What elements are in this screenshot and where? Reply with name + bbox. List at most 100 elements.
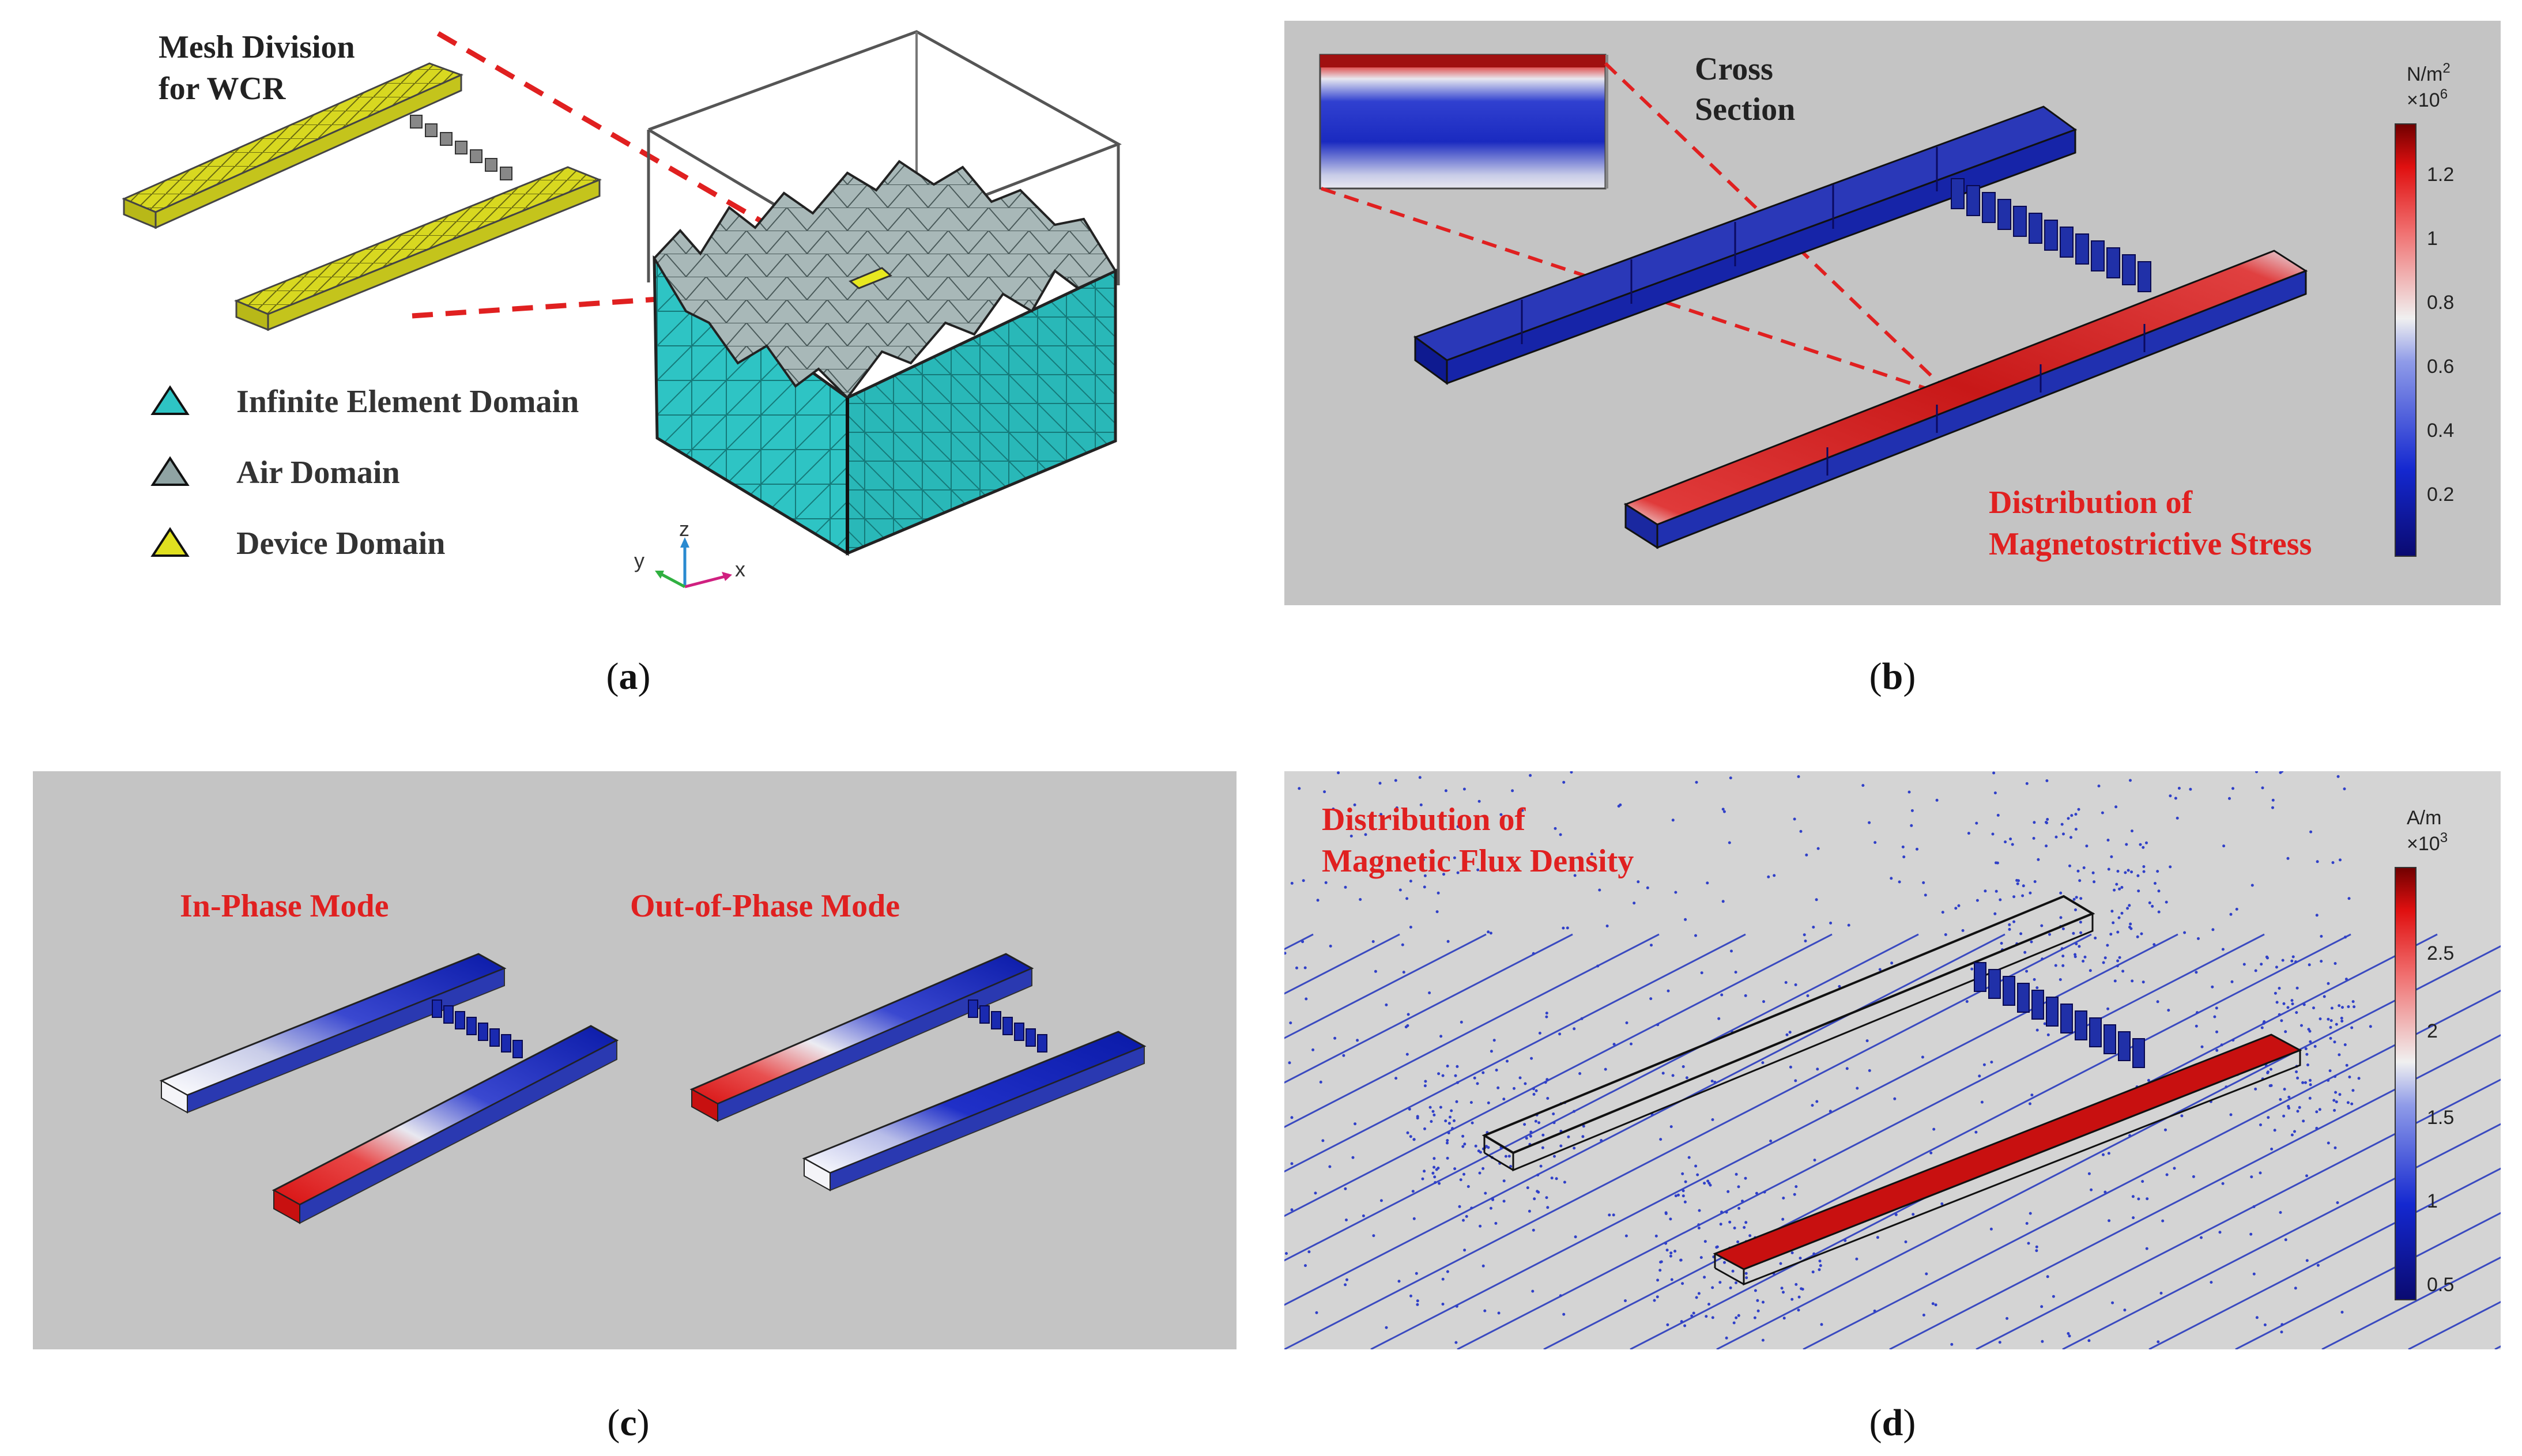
field-dot [1658,1269,1662,1272]
field-dot [1428,1106,1432,1109]
field-dot [1754,1289,1757,1292]
stress-tick-1: 1.2 [2427,164,2454,186]
field-dot [1507,1155,1511,1158]
field-dot [1703,1182,1706,1185]
field-dot [2113,888,2116,892]
field-dot [2283,1088,2286,1091]
field-dot [2174,797,2177,800]
field-dot [1656,1278,1660,1282]
field-dot [2252,1205,2256,1208]
mesh-link-blocks [410,115,512,180]
field-dot [1439,1106,1442,1109]
field-dot [1446,1270,1449,1273]
field-dot [2287,1095,2291,1099]
field-dot [2061,927,2065,930]
field-dot [2076,869,2080,873]
field-dot [2043,1022,2046,1025]
field-dot [1784,981,1788,984]
field-dot [2142,980,2145,984]
field-dot [2309,1083,2312,1087]
field-dot [1544,1081,1547,1084]
field-dot [1526,1186,1529,1190]
field-dot [2124,871,2127,874]
field-line [1716,945,2501,1349]
field-dot [1455,1100,1458,1103]
field-dot [1446,1065,1449,1068]
field-line [1889,1034,2501,1349]
field-dot [1957,904,1961,907]
field-dot [2156,1000,2159,1004]
field-dot [1499,813,1503,816]
field-dot [2320,960,2323,963]
field-dot [2275,965,2278,969]
field-dot [1661,1072,1665,1075]
field-dot [2054,835,2058,839]
field-dot [2113,979,2117,983]
field-dot [2306,1063,2309,1066]
field-dot [1409,1294,1412,1297]
field-dot [1395,806,1398,809]
field-dot [1321,1139,1325,1142]
field-dot [2308,963,2311,967]
field-dot [1441,1303,1445,1306]
field-dot [1916,847,1918,851]
field-dot [1442,873,1445,876]
field-dot [1664,1211,1668,1214]
axis-x-label: x [735,557,745,581]
field-dot [1924,893,1927,897]
field-dot [2032,836,2035,840]
field-dot [1444,1119,1447,1123]
field-dot [1744,1221,1748,1224]
field-dot [1633,901,1636,905]
field-dot [2040,1305,2044,1308]
stress-tick-5: 0.4 [2427,420,2454,442]
axis-triad: z y x [634,517,745,589]
field-dot [1935,798,1939,802]
field-dot [1811,1270,1815,1274]
field-dot [2045,821,2048,824]
field-dot [2048,933,2051,936]
field-dot [2045,844,2048,848]
field-dot [2008,923,2011,926]
field-dot [2296,1110,2299,1113]
cross-pointer-1 [1604,62,1956,399]
field-dot [1478,1171,1481,1175]
field-dot [1573,1146,1576,1150]
field-dot [2130,870,2133,874]
field-dot [2025,782,2029,785]
field-dot [2128,904,2131,907]
field-dot [1523,1123,1526,1126]
field-dot [1722,810,1726,813]
field-dot [1453,1167,1457,1171]
field-dot [2109,933,2113,936]
red-beam [1623,250,2308,549]
field-dot [1779,1262,1782,1265]
field-dot [1729,776,1732,780]
field-dot [2054,964,2057,967]
field-dot [2282,1002,2286,1005]
field-dot [2327,1017,2330,1021]
legend-device: Device Domain [236,526,445,561]
field-dot [1725,1210,1728,1214]
field-dot [1763,1190,1766,1194]
field-dot [1711,1286,1714,1289]
field-dot [1474,1144,1477,1148]
field-dot [2077,808,2080,811]
field-dot [2128,1134,2132,1137]
field-dot [1446,1141,1449,1145]
field-dot [2282,1114,2286,1118]
field-dot [2280,1019,2283,1023]
flux-dist-line2: Magnetic Flux Density [1322,843,1634,879]
field-dot [2304,1081,2307,1084]
field-dot [1536,1174,1540,1176]
field-dot [1961,929,1965,932]
field-dot [1856,1087,1859,1090]
field-dot [2116,870,2120,873]
field-dot [2114,805,2118,809]
field-dot [1795,1283,1798,1286]
field-dot [2235,907,2238,911]
field-dot [2131,979,2134,983]
field-dot [1485,1145,1488,1148]
field-dot [1416,1303,1419,1306]
field-dot [1476,868,1480,872]
